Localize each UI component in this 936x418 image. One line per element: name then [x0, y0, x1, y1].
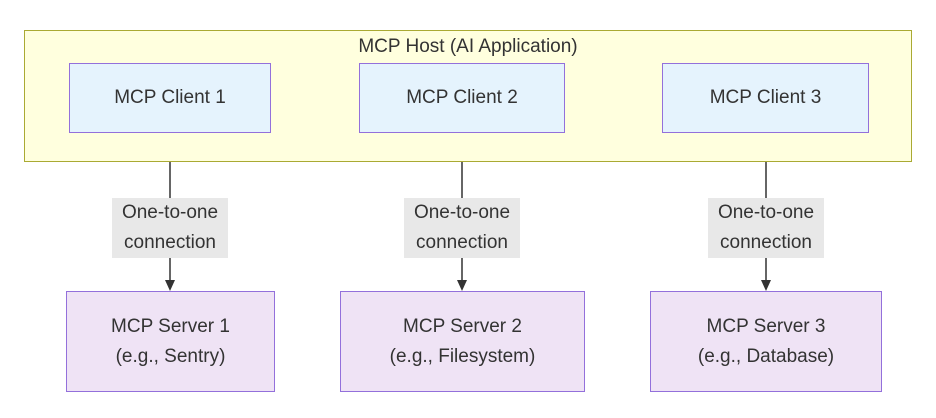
connection-label-1: One-to-one connection	[112, 198, 228, 258]
mcp-server-1: MCP Server 1 (e.g., Sentry)	[66, 291, 275, 392]
mcp-server-3-name: MCP Server 3	[706, 315, 826, 337]
mcp-server-1-example: (e.g., Sentry)	[115, 345, 226, 367]
mcp-server-1-name: MCP Server 1	[111, 315, 230, 337]
mcp-server-3: MCP Server 3 (e.g., Database)	[650, 291, 882, 392]
mcp-client-3: MCP Client 3	[662, 63, 869, 133]
mcp-server-2: MCP Server 2 (e.g., Filesystem)	[340, 291, 585, 392]
mcp-client-3-label: MCP Client 3	[709, 87, 822, 108]
mcp-client-2-label: MCP Client 2	[406, 87, 518, 108]
mcp-client-1-label: MCP Client 1	[114, 87, 226, 108]
connection-label-3: One-to-one connection	[708, 198, 824, 258]
connection-label-3-line1: One-to-one	[717, 202, 815, 223]
mcp-host-title: MCP Host (AI Application)	[358, 36, 578, 57]
connection-label-2-line1: One-to-one	[413, 202, 511, 223]
arrowhead-1	[165, 280, 175, 291]
connection-label-2: One-to-one connection	[404, 198, 520, 258]
connection-label-1-line2: connection	[124, 232, 216, 253]
arrowhead-3	[761, 280, 771, 291]
mcp-server-2-example: (e.g., Filesystem)	[389, 345, 536, 367]
connection-label-2-line2: connection	[416, 232, 508, 253]
connection-label-3-line2: connection	[720, 232, 812, 253]
connection-label-1-line1: One-to-one	[121, 202, 219, 223]
mcp-client-1: MCP Client 1	[69, 63, 271, 133]
mcp-server-3-example: (e.g., Database)	[697, 345, 835, 367]
arrowhead-2	[457, 280, 467, 291]
mcp-server-2-name: MCP Server 2	[403, 315, 522, 337]
mcp-client-2: MCP Client 2	[359, 63, 565, 133]
